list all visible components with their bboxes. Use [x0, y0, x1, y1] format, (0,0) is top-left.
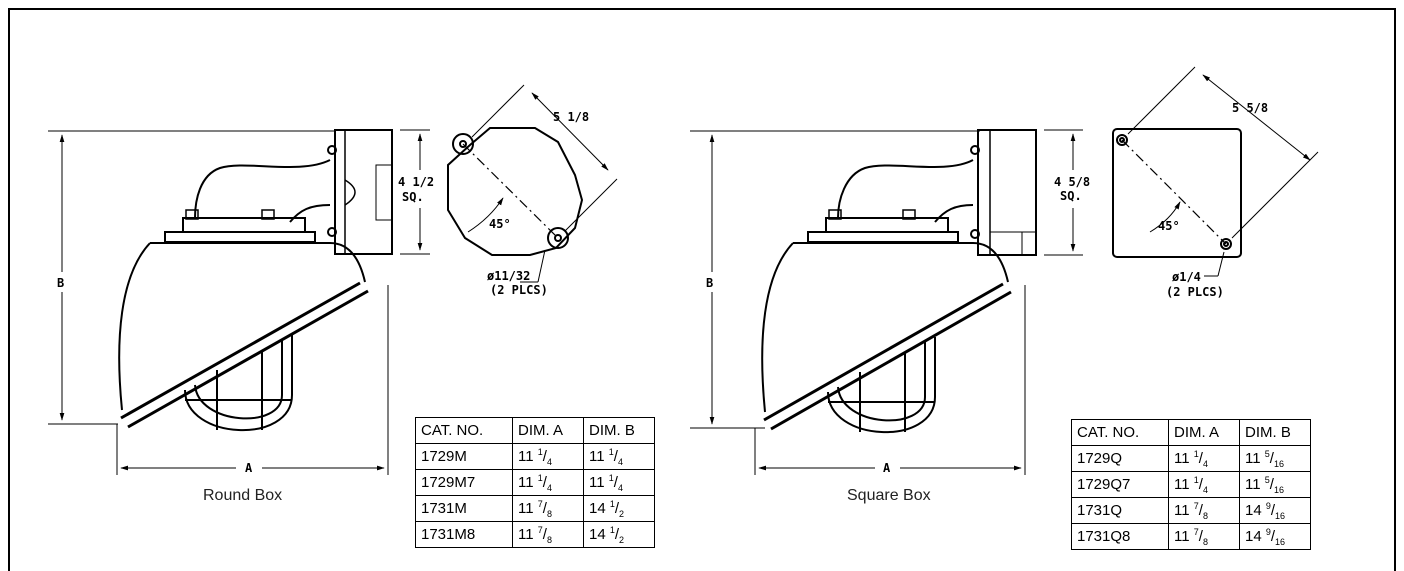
round-box-fixture [48, 129, 393, 475]
table-header-row: CAT. NO. DIM. A DIM. B [1071, 419, 1311, 446]
table-header-row: CAT. NO. DIM. A DIM. B [415, 417, 655, 444]
round-box-hole-count-label: (2 PLCS) [490, 283, 548, 297]
square-box-dimension-labels: 5 5/8 4 5/8 SQ. 45° ø1/4 (2 PLCS) B A [706, 101, 1268, 475]
round-box-dim-a-label: A [245, 461, 253, 475]
table-header-dim-a: DIM. A [1168, 419, 1240, 446]
square-box-hole-label: ø1/4 [1172, 270, 1201, 284]
dim-a-cell: 11 7/8 [1168, 497, 1240, 524]
table-row: 1731M 11 7/8 14 1/2 [415, 495, 655, 522]
round-box-width-label: 5 1/8 [553, 110, 589, 124]
round-box-size-sub-label: SQ. [402, 190, 424, 204]
round-box-plan-view [400, 84, 618, 283]
dim-a-cell: 11 7/8 [512, 521, 584, 548]
cat-no-cell: 1729M7 [415, 469, 513, 496]
table-row: 1729Q7 11 1/4 11 5/16 [1071, 471, 1311, 498]
table-row: 1731M8 11 7/8 14 1/2 [415, 521, 655, 548]
cat-no-cell: 1731M [415, 495, 513, 522]
square-box-angle-label: 45° [1158, 219, 1180, 233]
dim-a-cell: 11 1/4 [1168, 445, 1240, 472]
table-row: 1729M7 11 1/4 11 1/4 [415, 469, 655, 496]
round-box-dimension-table: CAT. NO. DIM. A DIM. B 1729M 11 1/4 11 1… [415, 417, 655, 548]
round-box-angle-label: 45° [489, 217, 511, 231]
table-header-dim-a: DIM. A [512, 417, 584, 444]
dim-b-cell: 14 9/16 [1239, 523, 1311, 550]
cat-no-cell: 1731M8 [415, 521, 513, 548]
table-header-dim-b: DIM. B [1239, 419, 1311, 446]
dim-b-cell: 14 1/2 [583, 521, 655, 548]
square-box-size-sub-label: SQ. [1060, 189, 1082, 203]
dim-a-cell: 11 1/4 [1168, 471, 1240, 498]
dim-b-cell: 11 1/4 [583, 443, 655, 470]
dim-b-cell: 11 5/16 [1239, 445, 1311, 472]
dim-b-cell: 14 9/16 [1239, 497, 1311, 524]
square-box-hole-count-label: (2 PLCS) [1166, 285, 1224, 299]
round-box-hole-label: ø11/32 [487, 269, 530, 283]
table-header-cat: CAT. NO. [1071, 419, 1169, 446]
table-row: 1731Q8 11 7/8 14 9/16 [1071, 523, 1311, 550]
table-header-dim-b: DIM. B [583, 417, 655, 444]
table-header-cat: CAT. NO. [415, 417, 513, 444]
drawing-frame [8, 8, 1396, 571]
square-box-caption: Square Box [847, 487, 931, 504]
dim-a-cell: 11 1/4 [512, 443, 584, 470]
dim-b-cell: 11 1/4 [583, 469, 655, 496]
dim-a-cell: 11 7/8 [1168, 523, 1240, 550]
square-box-fixture [690, 129, 1037, 475]
table-row: 1729M 11 1/4 11 1/4 [415, 443, 655, 470]
dim-a-cell: 11 1/4 [512, 469, 584, 496]
cat-no-cell: 1731Q [1071, 497, 1169, 524]
cat-no-cell: 1729M [415, 443, 513, 470]
square-box-plan-view [1044, 66, 1319, 277]
round-box-caption: Round Box [203, 487, 283, 504]
square-box-size-label: 4 5/8 [1054, 175, 1090, 189]
square-box-dim-b-label: B [706, 276, 713, 290]
square-box-dimension-table: CAT. NO. DIM. A DIM. B 1729Q 11 1/4 11 5… [1071, 419, 1311, 550]
cat-no-cell: 1731Q8 [1071, 523, 1169, 550]
cat-no-cell: 1729Q [1071, 445, 1169, 472]
dim-b-cell: 14 1/2 [583, 495, 655, 522]
dim-a-cell: 11 7/8 [512, 495, 584, 522]
square-box-dim-a-label: A [883, 461, 891, 475]
round-box-size-label: 4 1/2 [398, 175, 434, 189]
cat-no-cell: 1729Q7 [1071, 471, 1169, 498]
table-row: 1729Q 11 1/4 11 5/16 [1071, 445, 1311, 472]
square-box-width-label: 5 5/8 [1232, 101, 1268, 115]
table-row: 1731Q 11 7/8 14 9/16 [1071, 497, 1311, 524]
round-box-dim-b-label: B [57, 276, 64, 290]
round-box-dimension-labels: 5 1/8 4 1/2 SQ. 45° ø11/32 (2 PLCS) B A [57, 110, 589, 475]
dim-b-cell: 11 5/16 [1239, 471, 1311, 498]
